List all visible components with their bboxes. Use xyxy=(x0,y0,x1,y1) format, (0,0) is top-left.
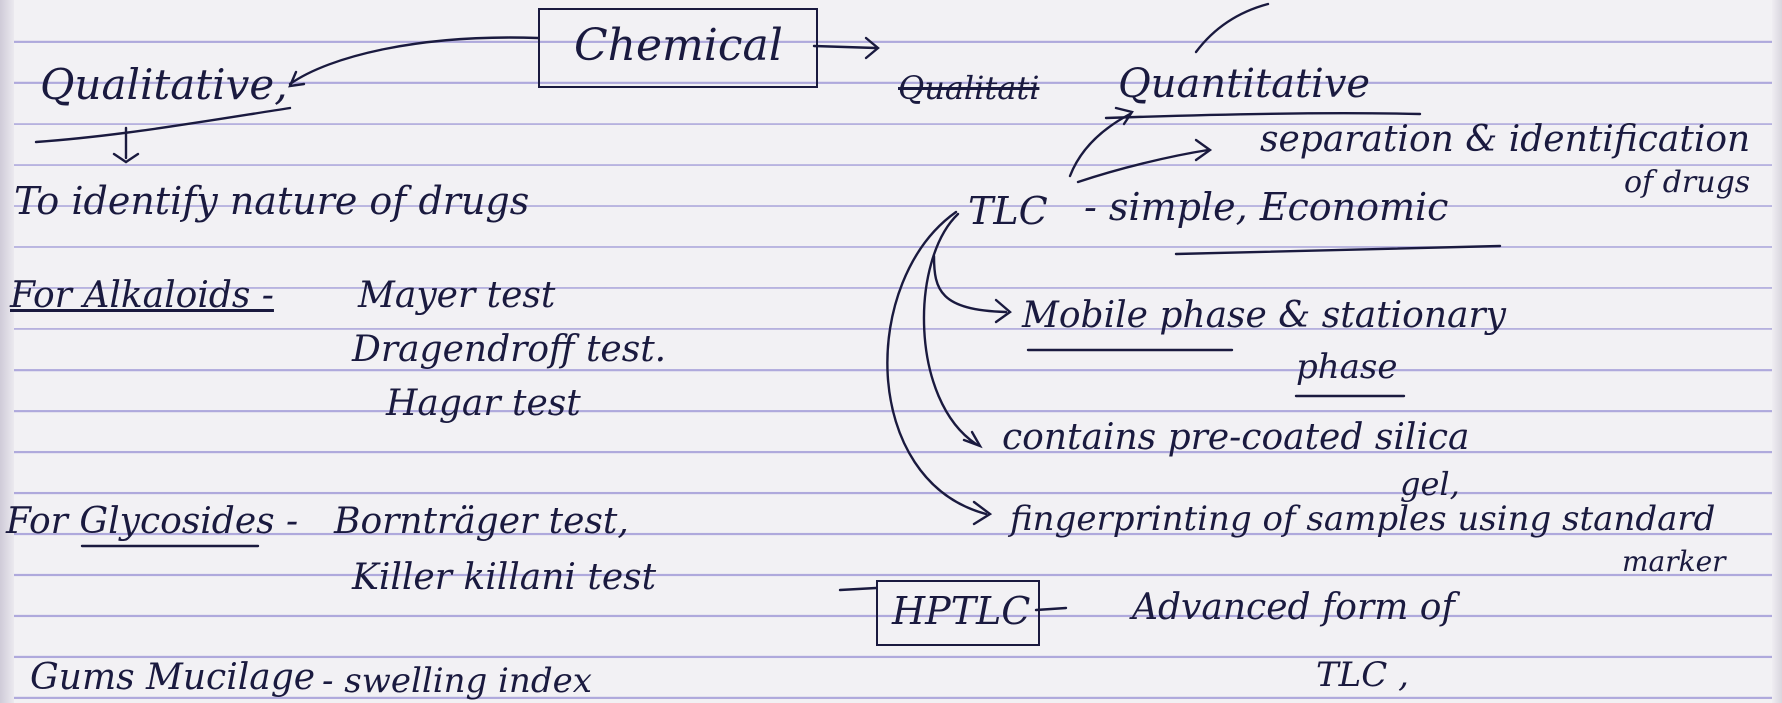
arrow-to-quantitative xyxy=(812,44,878,50)
alkaloid-test: Dragendroff test. xyxy=(352,329,667,370)
tlc-label: TLC xyxy=(968,189,1048,233)
page-right-edge xyxy=(1772,0,1782,703)
hptlc-description: Advanced form of xyxy=(1132,587,1455,628)
hptlc-box xyxy=(876,580,1040,646)
qualitative-underline xyxy=(34,106,292,144)
fingerprinting-text: fingerprinting of samples using standard xyxy=(1010,499,1716,539)
qualitative-purpose: To identify nature of drugs xyxy=(14,179,530,223)
arrowhead xyxy=(1194,138,1213,162)
arrowhead xyxy=(962,430,983,449)
gums-label: Gums Mucilage xyxy=(30,657,316,698)
alkaloid-test: Mayer test xyxy=(358,275,556,316)
marker-text: marker xyxy=(1622,545,1726,578)
glycoside-test: Killer killani test xyxy=(352,557,657,598)
hptlc-left-dash xyxy=(838,586,878,592)
arrowhead xyxy=(972,500,993,526)
quantitative-underline xyxy=(1104,112,1422,120)
arrowhead xyxy=(288,70,306,88)
arrowhead xyxy=(112,152,140,164)
simple-underline xyxy=(1174,244,1502,256)
arrow-to-tlc xyxy=(1068,112,1132,178)
arrow-to-qualitative xyxy=(288,36,540,86)
hptlc-right-dash xyxy=(1034,606,1068,612)
arrowhead xyxy=(864,36,880,60)
arrow-to-mobile xyxy=(932,254,1008,314)
gums-test: - swelling index xyxy=(322,661,592,701)
mobile-phase-text: Mobile phase & stationary xyxy=(1022,295,1507,336)
arrow-to-separation xyxy=(1076,148,1210,184)
arrowhead xyxy=(994,298,1012,324)
struck-word: Qualitati xyxy=(898,69,1040,107)
glycosides-label: For Glycosides - xyxy=(6,501,299,542)
quantitative-heading: Quantitative xyxy=(1118,61,1371,107)
chemical-box xyxy=(538,8,818,88)
contains-text: contains pre-coated silica xyxy=(1002,417,1470,458)
alkaloids-label: For Alkaloids - xyxy=(10,275,274,316)
separation-text: separation & identification xyxy=(1260,119,1751,160)
hptlc-label: HPTLC xyxy=(892,589,1031,633)
hptlc-tlc: TLC , xyxy=(1316,655,1409,695)
of-drugs-text: of drugs xyxy=(1624,165,1751,200)
phase-text: phase xyxy=(1296,347,1398,387)
page-binding-edge xyxy=(0,0,14,703)
glycoside-test: Bornträger test, xyxy=(334,501,629,542)
stray-stroke xyxy=(1194,2,1270,54)
alkaloid-test: Hagar test xyxy=(386,383,581,424)
chemical-heading: Chemical xyxy=(574,20,783,71)
qualitative-heading: Qualitative, xyxy=(40,60,288,109)
arrow-to-fingerprinting xyxy=(886,210,988,516)
arrowhead xyxy=(1114,106,1134,126)
gel-text: gel, xyxy=(1400,465,1460,503)
arrow-to-contains xyxy=(922,212,978,446)
tlc-simple: - simple, Economic xyxy=(1084,185,1449,229)
